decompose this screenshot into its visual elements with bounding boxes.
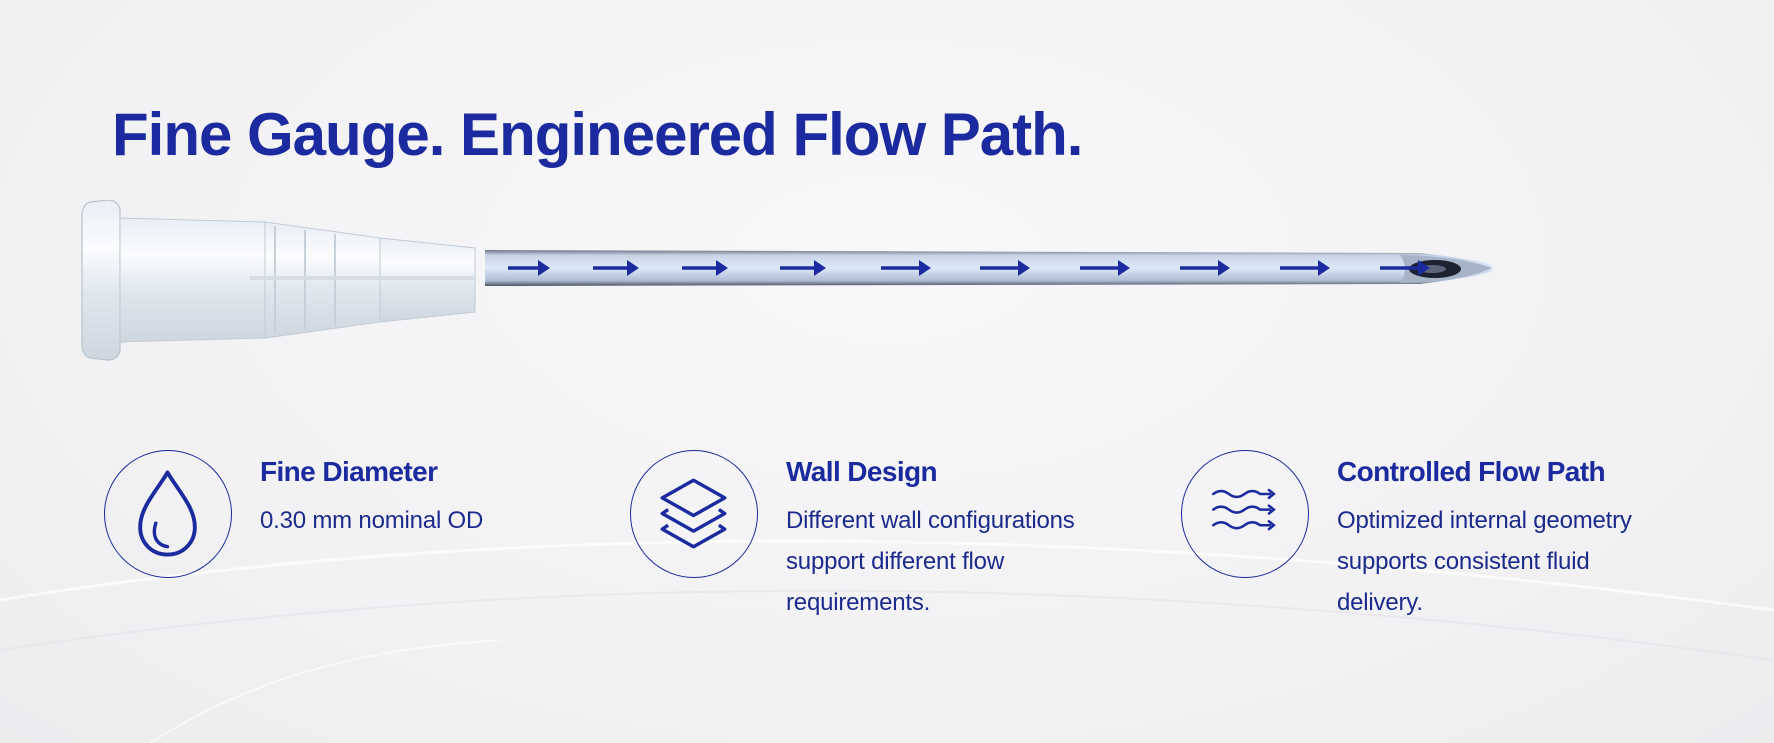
feature-fine-diameter: Fine Diameter 0.30 mm nominal OD xyxy=(104,450,544,650)
feature-controlled-flow-path: Controlled Flow Path Optimized internal … xyxy=(1181,450,1681,650)
feature-description: Optimized internal geometry supports con… xyxy=(1337,507,1632,616)
needle-image xyxy=(81,200,1493,361)
feature-description: Different wall configurations support di… xyxy=(786,507,1075,616)
droplet-icon xyxy=(104,450,232,578)
flow-arrows xyxy=(508,260,1430,276)
flow-waves-icon xyxy=(1181,450,1309,578)
feature-description: 0.30 mm nominal OD xyxy=(260,507,484,534)
feature-title: Wall Design xyxy=(786,456,938,487)
page-title: Fine Gauge. Engineered Flow Path. xyxy=(112,101,1083,168)
feature-title: Fine Diameter xyxy=(260,456,438,487)
feature-wall-design: Wall Design Different wall configuration… xyxy=(630,450,1100,650)
feature-title: Controlled Flow Path xyxy=(1337,456,1606,487)
layers-icon xyxy=(630,450,758,578)
